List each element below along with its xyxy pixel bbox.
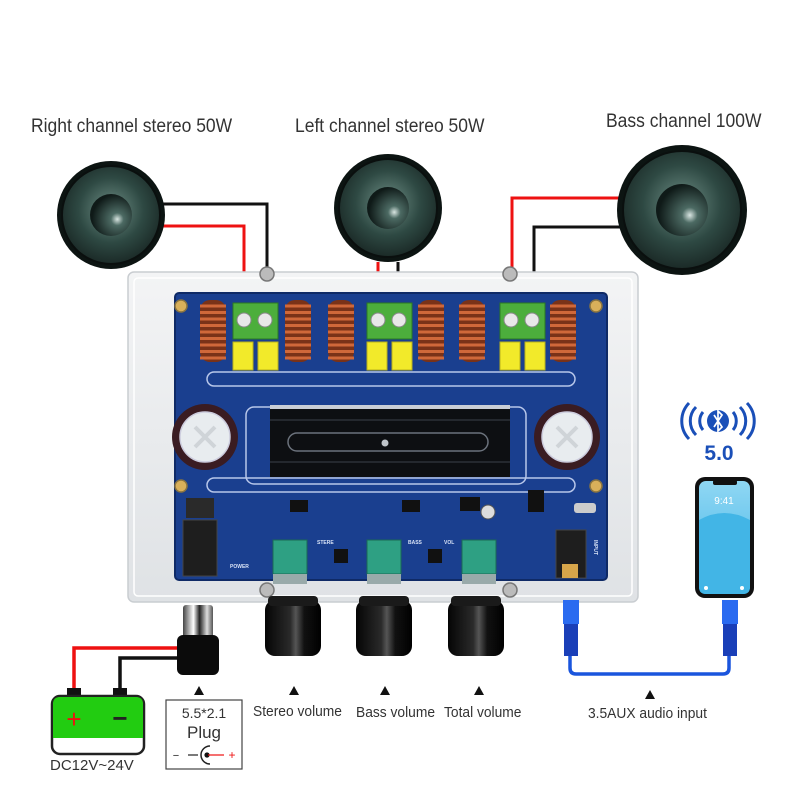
output-stages	[200, 300, 576, 371]
svg-text:+: +	[228, 748, 235, 762]
right-terminal-block	[232, 302, 279, 340]
stereo-pointer-icon	[289, 686, 299, 695]
left-inductor-right	[418, 300, 444, 362]
bluetooth-version: 5.0	[704, 442, 733, 465]
plug-spec-box: 5.5*2.1 Plug − +	[165, 699, 243, 770]
left-speaker-label: Left channel stereo 50W	[295, 116, 485, 137]
total-pointer-icon	[474, 686, 484, 695]
silk-input: INPUT	[592, 540, 598, 555]
bass-pointer-icon	[380, 686, 390, 695]
pcb-traces	[206, 371, 576, 493]
heat-sink	[270, 405, 510, 477]
bass-inductor-left	[459, 300, 485, 362]
right-inductor-left	[200, 300, 226, 362]
aux-cable	[563, 600, 738, 676]
bass-volume-knob[interactable]	[356, 596, 412, 656]
total-volume-label: Total volume	[444, 704, 522, 721]
bass-film-capacitor	[499, 341, 521, 371]
stereo-volume-label: Stereo volume	[253, 703, 342, 720]
left-film-capacitor	[391, 341, 413, 371]
silk-vol: VOL	[444, 540, 454, 546]
bass-volume-label: Bass volume	[356, 704, 436, 721]
right-film-capacitor	[232, 341, 254, 371]
plug-pointer-icon	[194, 686, 204, 695]
right-film-capacitor	[257, 341, 279, 371]
left-film-capacitor	[366, 341, 388, 371]
silkscreen: POWER STERE BASS VOL INPUT	[230, 540, 598, 570]
dc-plug	[177, 605, 219, 675]
smartphone: 9:41	[695, 477, 754, 598]
right-inductor-right	[285, 300, 311, 362]
battery-icon: + −	[50, 688, 146, 756]
silk-stereo: STERE	[317, 540, 334, 546]
total-volume-knob[interactable]	[448, 596, 504, 656]
svg-text:−: −	[173, 750, 179, 762]
aux-input-label: 3.5AUX audio input	[588, 705, 707, 722]
bass-film-capacitor	[524, 341, 546, 371]
right-speaker-label: Right channel stereo 50W	[31, 116, 233, 137]
smd-components	[290, 490, 596, 563]
phone-time: 9:41	[714, 496, 734, 507]
aux-input-jack	[555, 529, 587, 579]
capacitor-left	[172, 404, 238, 470]
bass-terminal-block	[499, 302, 546, 340]
power-wires	[72, 646, 178, 690]
battery-minus-symbol: −	[112, 703, 127, 733]
plug-label: Plug	[187, 723, 221, 742]
dc-input-jack	[182, 498, 218, 577]
left-terminal-block	[366, 302, 413, 340]
bass-speaker-label: Bass channel 100W	[606, 111, 762, 132]
battery-plus-symbol: +	[66, 704, 81, 734]
aux-pointer-icon	[645, 690, 655, 699]
bass-speaker	[617, 145, 747, 275]
silk-bass: BASS	[408, 540, 423, 546]
polarity-icon	[200, 745, 211, 765]
left-inductor-left	[328, 300, 354, 362]
capacitor-right	[534, 404, 600, 470]
left-speaker	[334, 154, 442, 262]
potentiometers	[272, 539, 497, 584]
right-speaker	[57, 161, 165, 269]
stereo-volume-knob[interactable]	[265, 596, 321, 656]
battery-voltage-label: DC12V~24V	[50, 757, 134, 774]
silk-power: POWER	[230, 564, 249, 570]
bluetooth-icon: 5.0	[680, 401, 756, 465]
plug-size: 5.5*2.1	[182, 705, 227, 721]
bass-inductor-right	[550, 300, 576, 362]
